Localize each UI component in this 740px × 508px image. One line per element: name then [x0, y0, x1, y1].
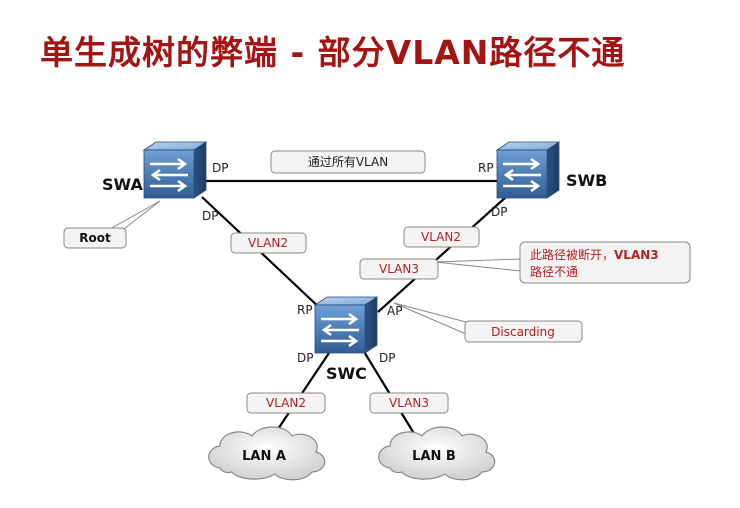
label-lan-a-vlan: VLAN2 — [246, 392, 326, 414]
swb-name: SWB — [566, 171, 607, 190]
label-lan-a-vlan-text: VLAN2 — [266, 396, 306, 410]
switch-swa — [142, 140, 208, 200]
label-swa-swc-vlan: VLAN2 — [230, 232, 307, 254]
label-swb-swc-vlan2-text: VLAN2 — [421, 230, 461, 244]
lan-a-label: LAN A — [242, 449, 286, 464]
callout-line1: 此路径被断开，VLAN3 — [530, 247, 659, 262]
port-swb-bottom: DP — [491, 205, 507, 219]
page-title: 单生成树的弊端 - 部分VLAN路径不通 — [40, 33, 626, 72]
callout-line1-prefix: 此路径被断开， — [530, 247, 614, 262]
label-all-vlans: 通过所有VLAN — [270, 150, 426, 174]
switch-swb — [495, 140, 561, 200]
label-all-vlans-text: 通过所有VLAN — [308, 155, 388, 169]
port-swc-left: RP — [297, 303, 313, 317]
port-swa-bottom: DP — [202, 209, 218, 223]
callout-pointer — [434, 258, 522, 272]
swa-name: SWA — [102, 175, 143, 194]
port-swc-bottom-left: DP — [297, 351, 313, 365]
port-swc-bottom-right: DP — [379, 351, 395, 365]
label-swb-swc-vlan3-text: VLAN3 — [379, 262, 419, 276]
switch-swc-icon — [313, 295, 379, 355]
label-swb-swc-vlan2: VLAN2 — [403, 226, 480, 248]
port-swa-right: DP — [212, 161, 228, 175]
lan-b-label: LAN B — [412, 449, 456, 464]
callout-broken-path: 此路径被断开，VLAN3 路径不通 — [519, 241, 691, 284]
label-discarding-text: Discarding — [491, 325, 555, 339]
callout-line2: 路径不通 — [530, 264, 578, 279]
discarding-pointer — [393, 302, 467, 335]
label-lan-b-vlan-text: VLAN3 — [389, 396, 429, 410]
cloud-lan-b: LAN B — [378, 426, 496, 481]
callout-line1-bold: VLAN3 — [614, 248, 659, 262]
label-swa-swc-vlan-text: VLAN2 — [248, 236, 288, 250]
switch-swa-icon — [142, 140, 208, 200]
port-swb-left: RP — [478, 161, 494, 175]
label-lan-b-vlan: VLAN3 — [369, 392, 449, 414]
port-swc-right: AP — [387, 304, 402, 318]
link-swb-swc — [377, 196, 507, 313]
label-root-text: Root — [79, 231, 111, 245]
label-discarding: Discarding — [464, 320, 583, 343]
swc-name: SWC — [326, 364, 367, 383]
label-swb-swc-vlan3: VLAN3 — [359, 258, 439, 280]
cloud-lan-a: LAN A — [208, 426, 326, 481]
root-callout-pointer — [108, 200, 161, 230]
switch-swc — [313, 295, 379, 355]
label-root: Root — [63, 227, 127, 249]
switch-swb-icon — [495, 140, 561, 200]
